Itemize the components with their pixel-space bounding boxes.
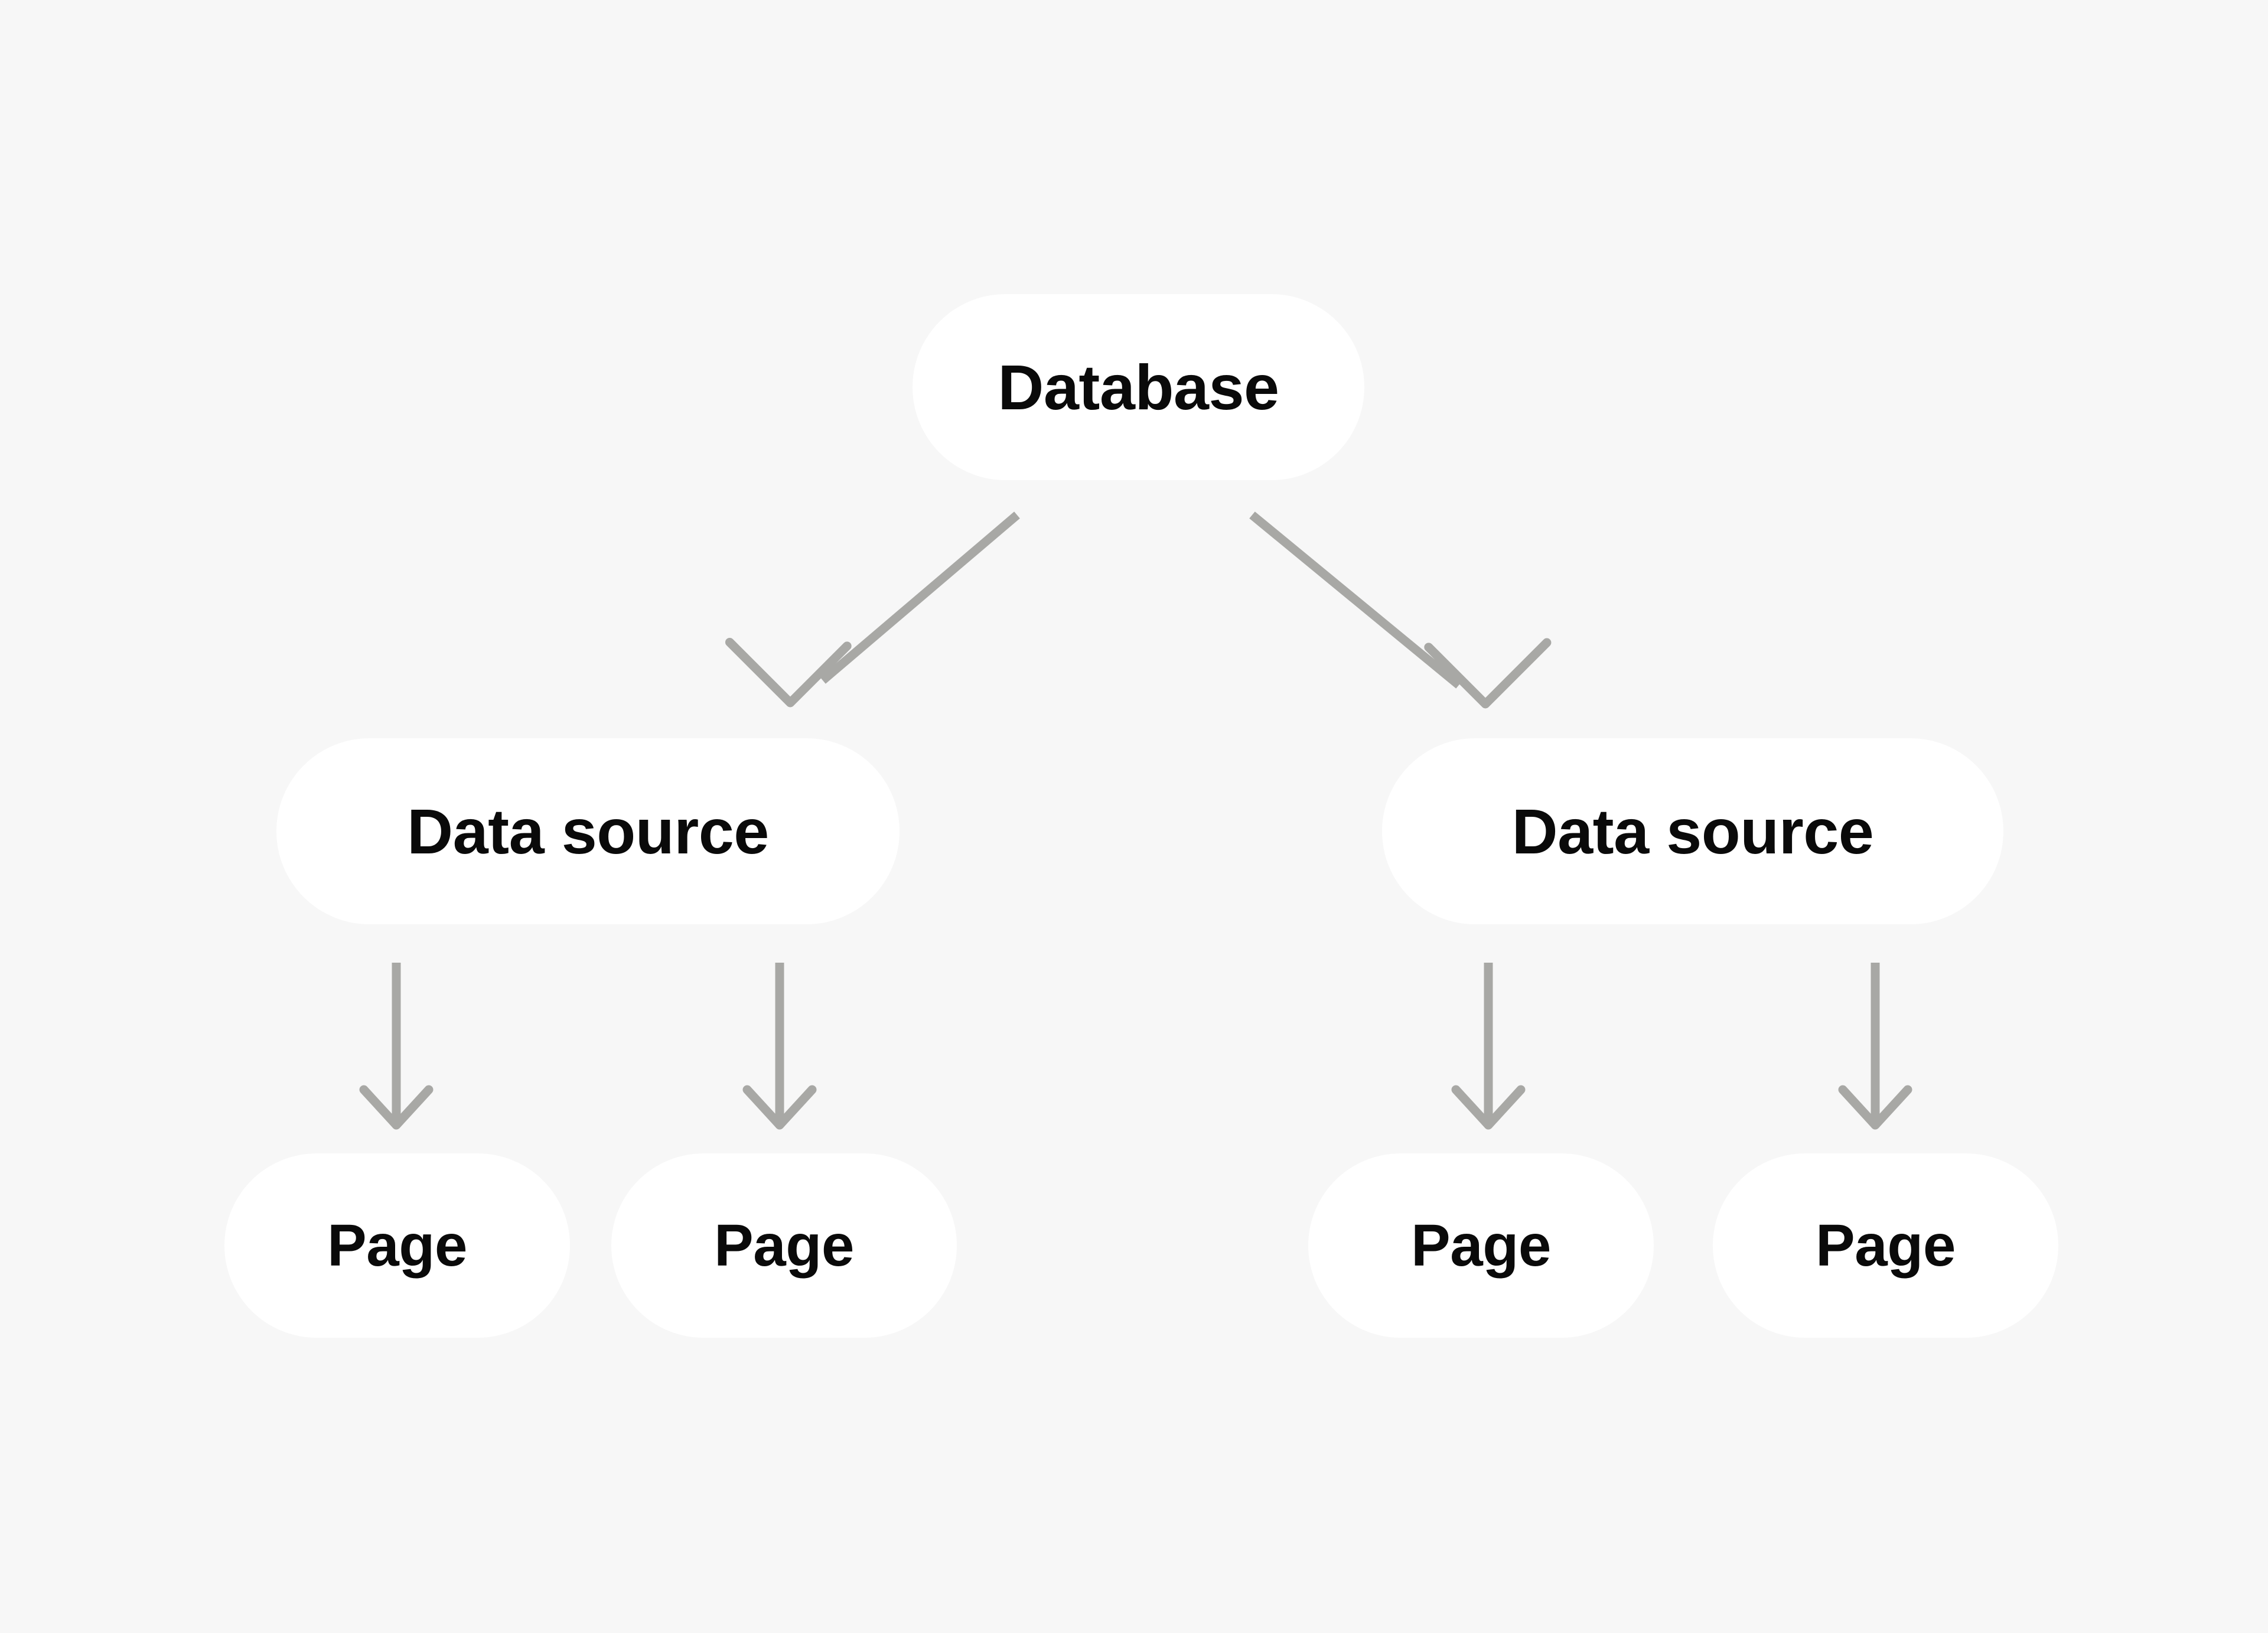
edge-datasource-right-to-page-4 <box>1838 963 1912 1130</box>
node-page-4-label: Page <box>1815 1212 1956 1279</box>
edge-datasource-left-to-page-2 <box>742 963 817 1130</box>
edge-datasource-left-to-page-1 <box>359 963 434 1130</box>
node-page-2[interactable]: Page <box>611 1153 957 1338</box>
edge-database-to-datasource-left <box>725 511 1020 708</box>
node-database[interactable]: Database <box>913 294 1364 480</box>
node-data-source-left[interactable]: Data source <box>276 738 900 924</box>
node-page-2-label: Page <box>713 1212 855 1279</box>
edge-database-to-datasource-right <box>1249 511 1552 709</box>
node-data-source-right[interactable]: Data source <box>1382 738 2003 924</box>
node-page-1[interactable]: Page <box>224 1153 570 1338</box>
node-page-1-label: Page <box>327 1212 468 1279</box>
node-page-4[interactable]: Page <box>1713 1153 2058 1338</box>
node-data-source-left-label: Data source <box>407 795 769 867</box>
node-data-source-right-label: Data source <box>1511 795 1874 867</box>
node-page-3-label: Page <box>1410 1212 1552 1279</box>
node-database-label: Database <box>998 351 1279 423</box>
node-page-3[interactable]: Page <box>1308 1153 1654 1338</box>
edge-datasource-right-to-page-3 <box>1451 963 1526 1130</box>
